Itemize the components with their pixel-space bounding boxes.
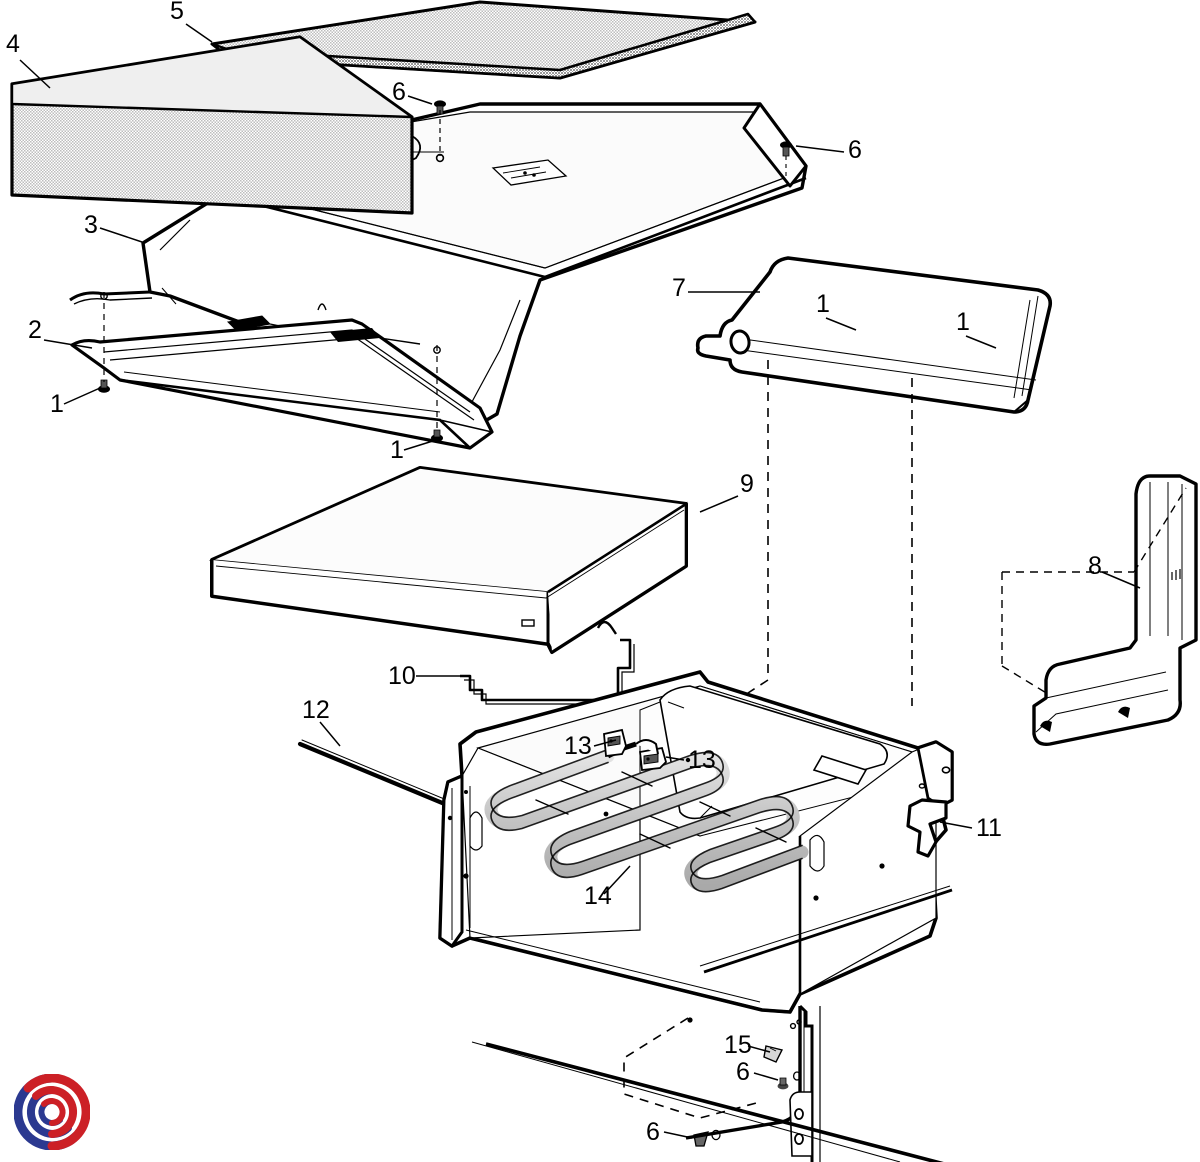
callout-label-5: 5 (170, 0, 184, 25)
callout-label-11: 11 (976, 814, 1002, 842)
callout-1d: 1 (390, 436, 437, 464)
alignment-dash-left (727, 360, 769, 707)
callout-label-8: 8 (1088, 552, 1102, 580)
screw-6c (777, 1071, 802, 1090)
callout-5: 5 (170, 0, 213, 43)
callout-1a: 1 (816, 290, 857, 331)
part-8-side-bracket-assembly (1001, 474, 1198, 746)
callout-label-14: 14 (584, 882, 612, 910)
callout-1c: 1 (50, 387, 101, 418)
callout-label-15: 15 (724, 1031, 752, 1059)
screw-15 (763, 1045, 784, 1063)
callout-12: 12 (302, 696, 341, 747)
callout-label-7: 7 (672, 274, 686, 302)
callout-10: 10 (388, 662, 460, 690)
part-10-retainer-wire-clip (460, 638, 635, 705)
spiral-logo (14, 1074, 90, 1150)
part-7-rear-shield-panel (695, 256, 1053, 414)
callout-4: 4 (6, 30, 51, 89)
lower-support-rod (471, 885, 953, 1162)
part-13-element-clip-left (603, 728, 627, 758)
part-12-support-rod (297, 739, 467, 815)
callout-6d: 6 (646, 1118, 693, 1146)
part-2-front-trim-bracket (70, 318, 494, 450)
callout-2: 2 (28, 316, 93, 349)
callout-7: 7 (672, 274, 760, 302)
callout-13b: 13 (665, 746, 716, 774)
callout-14: 14 (584, 865, 631, 910)
callout-label-1a: 1 (816, 290, 830, 318)
callout-label-3: 3 (84, 211, 98, 239)
callout-6c: 6 (736, 1058, 779, 1086)
callout-label-1d: 1 (390, 436, 404, 464)
part-11-corner-bracket (906, 798, 948, 858)
callout-3: 3 (84, 211, 143, 243)
callout-label-6c: 6 (736, 1058, 750, 1086)
callout-15: 15 (724, 1031, 771, 1059)
part-9-insulation-pad (208, 466, 689, 654)
callout-label-6b: 6 (848, 136, 862, 164)
callout-label-4: 4 (6, 30, 20, 58)
part-4-control-panel-trim (10, 35, 444, 215)
callout-6b: 6 (795, 136, 862, 164)
screw-1c (98, 379, 110, 393)
main-chassis-assembly (438, 670, 954, 1023)
callout-11: 11 (939, 814, 1002, 842)
callout-label-9: 9 (740, 470, 754, 498)
callout-9: 9 (699, 470, 754, 513)
callout-6a: 6 (392, 78, 433, 106)
callout-1b: 1 (956, 308, 997, 349)
callout-layer: 4 5 6 6 3 7 1 (6, 0, 1141, 1146)
callout-label-1c: 1 (50, 390, 64, 418)
callout-13a: 13 (564, 732, 617, 760)
screw-6b (780, 141, 792, 157)
callout-label-13b: 13 (688, 746, 716, 774)
callout-8: 8 (1088, 552, 1141, 589)
cover-receptacle-detail (491, 159, 568, 186)
callout-label-1b: 1 (956, 308, 970, 336)
part-14-heating-element (484, 748, 809, 893)
callout-label-13a: 13 (564, 732, 592, 760)
callout-label-12: 12 (302, 696, 330, 724)
callout-label-6d: 6 (646, 1118, 660, 1146)
part-13-element-clip-right (639, 746, 668, 771)
callout-label-6a: 6 (392, 78, 406, 106)
callout-label-2: 2 (28, 316, 42, 344)
callout-label-10: 10 (388, 662, 416, 690)
